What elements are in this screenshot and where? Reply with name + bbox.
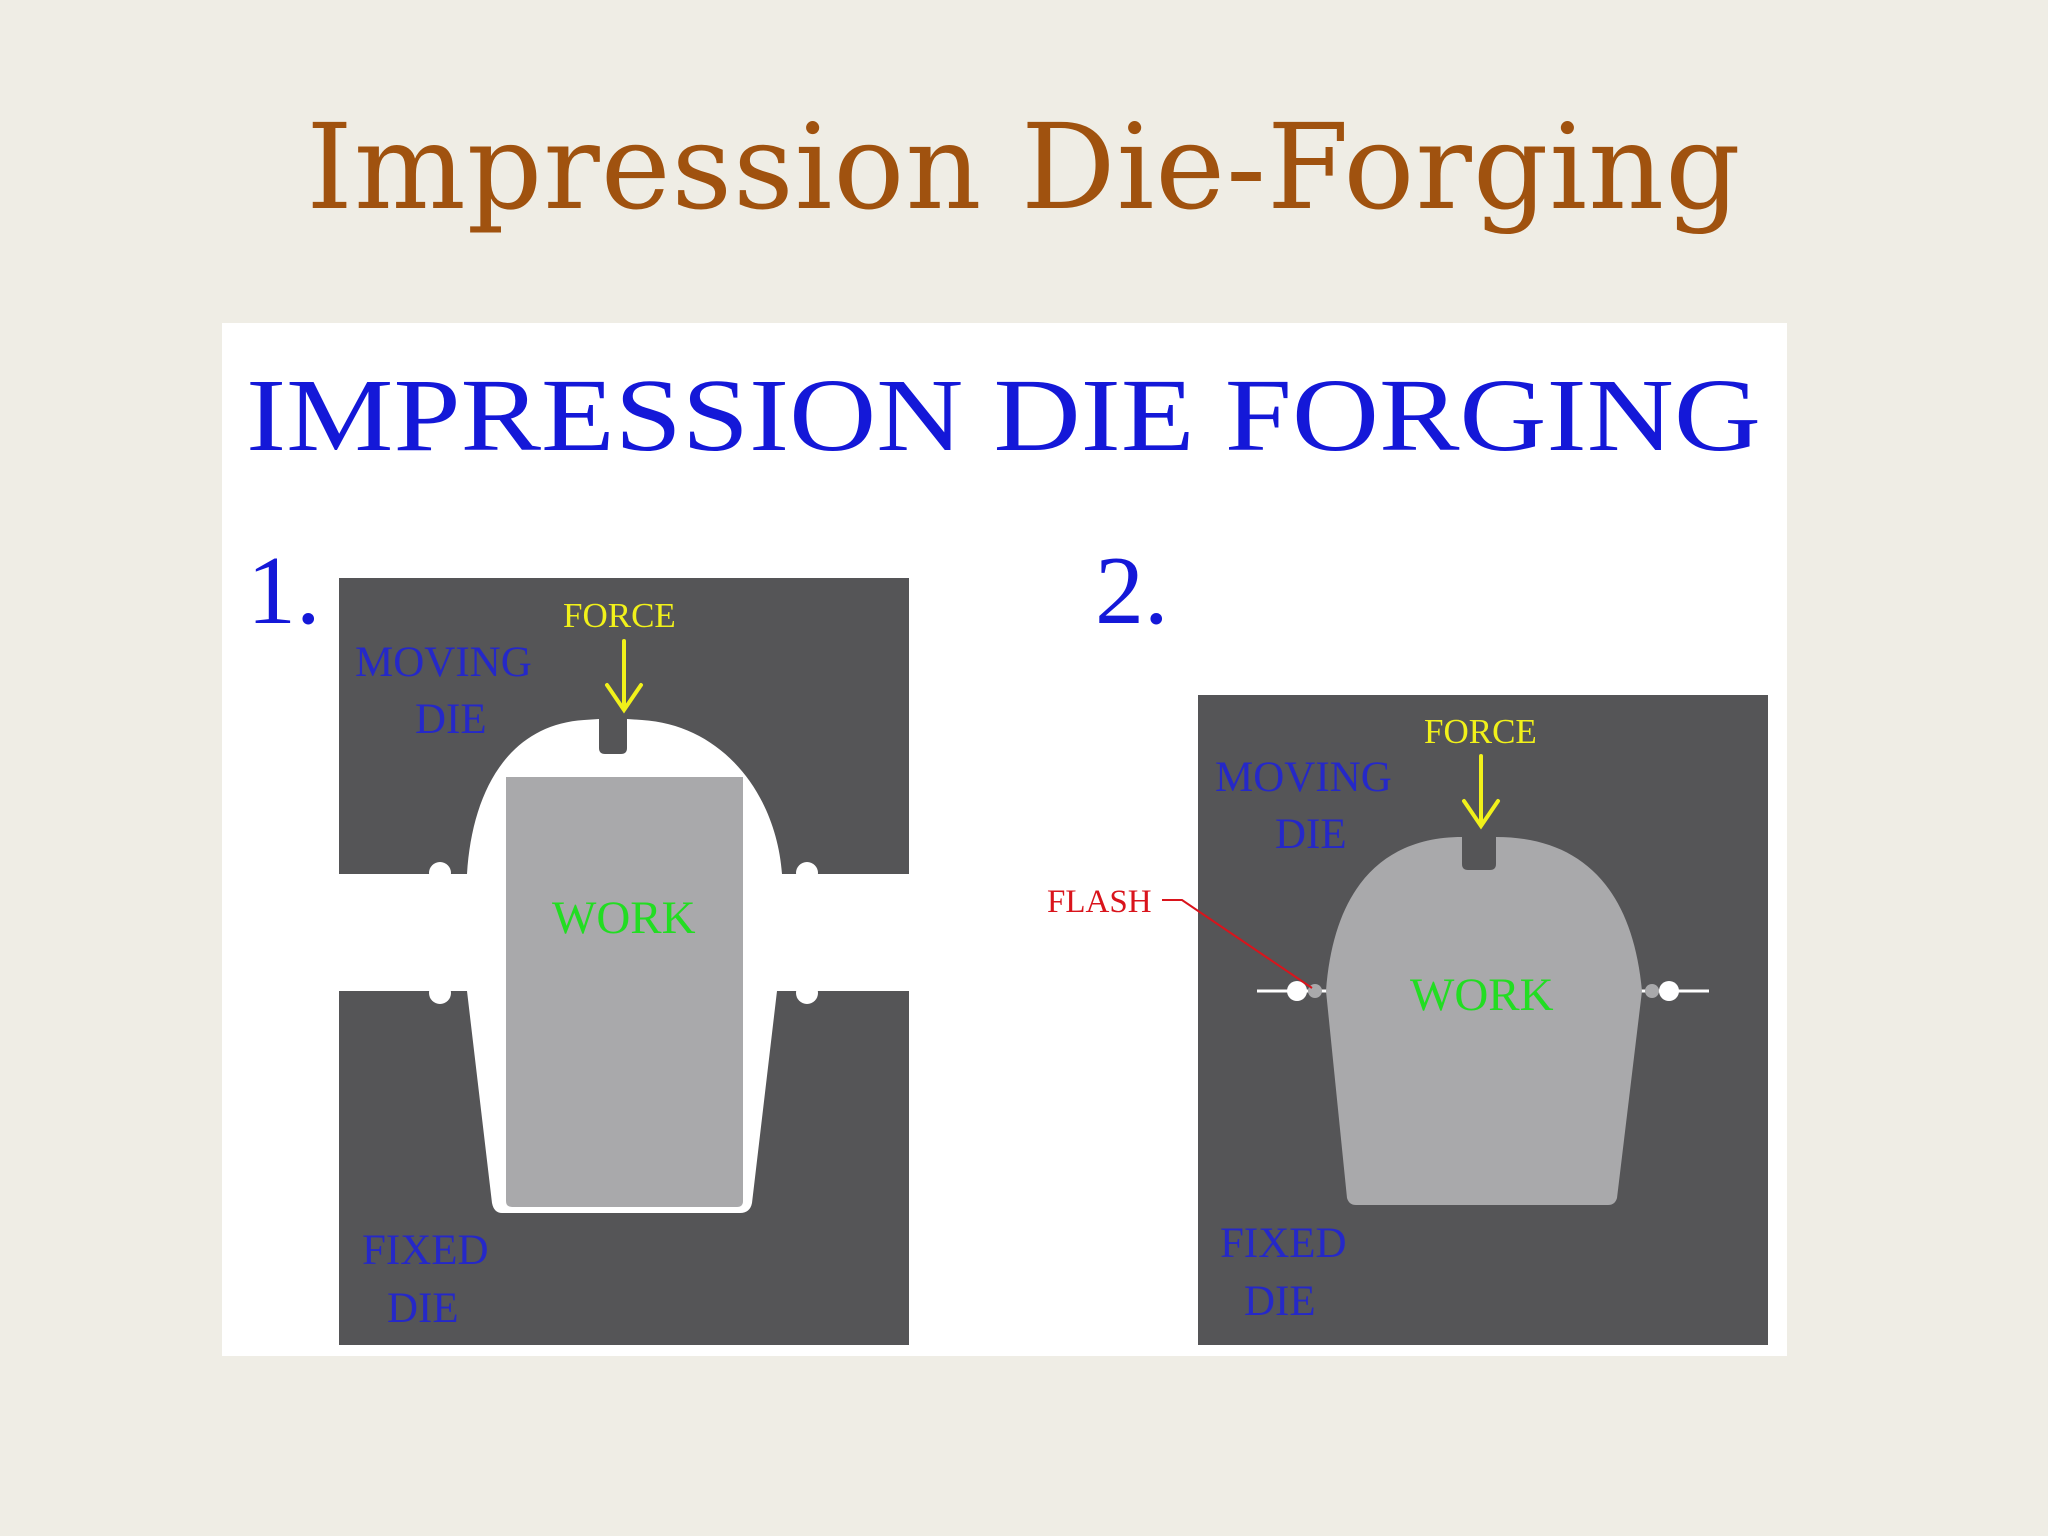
step1-work (506, 777, 743, 1207)
step1-gutter (796, 862, 818, 884)
step2-work (1326, 837, 1642, 1205)
step2-flash-label: FLASH (1047, 884, 1152, 920)
step2-diagram: 2. FORCE MOVING DIE FLASH WO (1047, 537, 1768, 1345)
step2-gutter (1659, 981, 1679, 1001)
step1-moving-die (339, 578, 909, 874)
step2-force-arrow (1462, 754, 1500, 830)
step1-force-label: FORCE (563, 596, 676, 635)
forging-diagram: IMPRESSION DIE FORGING 1. FORCE MOVING (222, 323, 1787, 1356)
step1-fixed-die-label: DIE (387, 1285, 459, 1332)
step2-moving-die-label: DIE (1275, 811, 1347, 858)
step1-number: 1. (247, 537, 321, 645)
step2-work-label: WORK (1410, 969, 1554, 1021)
step1-work-label: WORK (552, 892, 696, 944)
figure-heading: IMPRESSION DIE FORGING (246, 358, 1761, 473)
step2-flash-leader (1162, 899, 1313, 989)
step1-gutter (796, 982, 818, 1004)
step1-diagram: 1. FORCE MOVING DIE WORK FIXED DIE (247, 537, 909, 1345)
slide-title: Impression Die-Forging (306, 98, 1742, 236)
step2-number: 2. (1095, 537, 1169, 645)
step1-fixed-die (339, 991, 909, 1345)
step1-gutter (429, 982, 451, 1004)
step2-moving-die-label: MOVING (1215, 754, 1392, 801)
step1-fixed-die-label: FIXED (362, 1227, 489, 1274)
step2-gutter (1287, 981, 1307, 1001)
step2-fixed-die-label: DIE (1244, 1278, 1316, 1325)
step1-moving-die-label: DIE (415, 696, 487, 743)
step1-moving-die-label: MOVING (355, 639, 532, 686)
forging-diagram-svg: IMPRESSION DIE FORGING 1. FORCE MOVING (246, 358, 1768, 1345)
step2-flash-fin (1645, 984, 1659, 998)
step1-force-arrow (605, 639, 643, 714)
step1-gutter (429, 862, 451, 884)
step2-force-label: FORCE (1424, 712, 1537, 751)
step2-fixed-die-label: FIXED (1220, 1220, 1347, 1267)
